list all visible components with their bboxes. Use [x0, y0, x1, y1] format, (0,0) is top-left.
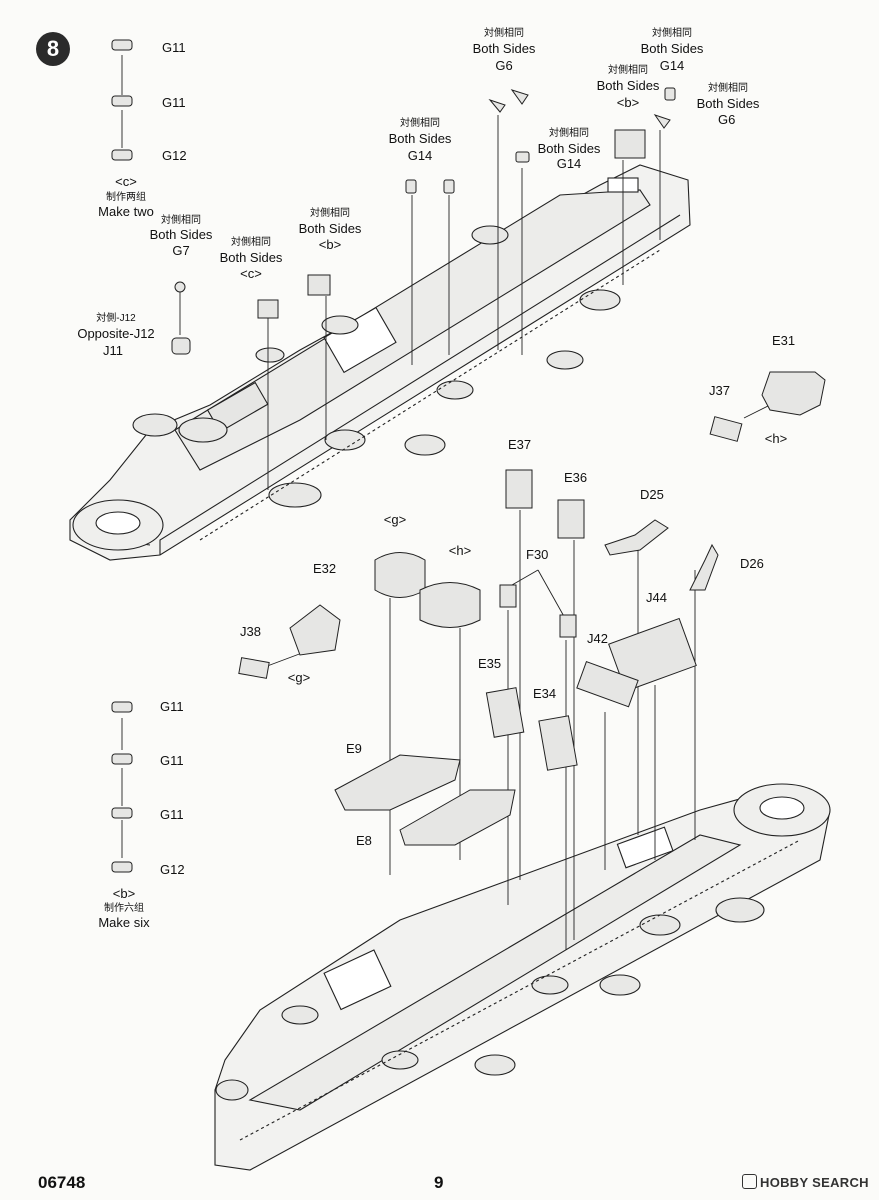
- part-label-j11: J11: [103, 343, 123, 358]
- step-number-badge: 8: [36, 32, 70, 66]
- b-note: Both Sides: [596, 78, 660, 93]
- product-code: 06748: [38, 1173, 86, 1192]
- g14-note: Both Sides: [640, 41, 704, 56]
- part-label-f30: F30: [526, 547, 549, 562]
- part-label-j44: J44: [646, 590, 667, 605]
- part-label-g11: G11: [162, 40, 186, 55]
- make-six-cn: 制作六组: [104, 903, 144, 914]
- lower-hull: [214, 783, 831, 1171]
- part-label-e9: E9: [346, 741, 362, 756]
- b-note-cn: 対側相同: [608, 65, 648, 76]
- c-note-cn: 対側相同: [231, 237, 271, 248]
- part-label-j37: J37: [709, 383, 730, 398]
- part-label-g14: G14: [556, 156, 582, 171]
- part-label-e32: E32: [313, 561, 337, 576]
- g6-note-cn: 対側相同: [484, 28, 524, 39]
- subassembly-tag-c: <c>: [115, 174, 137, 189]
- subassembly-tag-b: <b>: [112, 886, 136, 901]
- part-label-g11: G11: [162, 95, 186, 110]
- upper-hull: [69, 164, 691, 561]
- g14-note-cn: 対側相同: [549, 128, 589, 139]
- j12-note: Opposite-J12: [77, 326, 155, 341]
- g6-note: Both Sides: [696, 96, 760, 111]
- part-label-g12: G12: [162, 148, 187, 163]
- part-label-e34: E34: [533, 686, 557, 701]
- g6-note-cn: 対側相同: [708, 83, 748, 94]
- g14-note: Both Sides: [388, 131, 452, 146]
- make-two-cn: 制作两组: [106, 192, 146, 203]
- part-label-g11: G11: [160, 753, 184, 768]
- g14-note-cn: 対側相同: [400, 118, 440, 129]
- page-number: 9: [434, 1173, 444, 1192]
- watermark-text: HOBBY SEARCH: [760, 1175, 869, 1190]
- subassembly-tag-h: <h>: [764, 431, 788, 446]
- g14-note-cn: 対側相同: [652, 28, 692, 39]
- subassembly-tag-g: <g>: [287, 670, 311, 685]
- part-label-e8: E8: [356, 833, 372, 848]
- part-label-e31: E31: [772, 333, 796, 348]
- g6-note: Both Sides: [472, 41, 536, 56]
- b-note: Both Sides: [298, 221, 362, 236]
- part-label-g12: G12: [160, 862, 185, 877]
- part-label-e36: E36: [564, 470, 588, 485]
- part-label-e35: E35: [478, 656, 502, 671]
- subassembly-ref-b: <b>: [616, 95, 640, 110]
- b-note-cn: 対側相同: [310, 208, 350, 219]
- part-label-g6: G6: [495, 58, 513, 73]
- c-note: Both Sides: [219, 250, 283, 265]
- part-label-g6: G6: [718, 112, 736, 127]
- part-label-d25: D25: [640, 487, 664, 502]
- part-label-g7: G7: [172, 243, 190, 258]
- watermark: HOBBY SEARCH: [742, 1174, 869, 1190]
- part-label-g14: G14: [407, 148, 433, 163]
- g14-note: Both Sides: [537, 141, 601, 156]
- subassembly-ref-h: <h>: [448, 543, 472, 558]
- part-label-e37: E37: [508, 437, 532, 452]
- part-label-g11: G11: [160, 699, 184, 714]
- part-label-g11: G11: [160, 807, 184, 822]
- make-two-note: Make two: [98, 204, 154, 219]
- part-label-g14: G14: [659, 58, 685, 73]
- subassembly-ref-g: <g>: [383, 512, 407, 527]
- part-label-j38: J38: [240, 624, 261, 639]
- g7-note-cn: 対側相同: [161, 215, 201, 226]
- subassembly-ref-c: <c>: [240, 266, 262, 281]
- g7-note: Both Sides: [149, 227, 213, 242]
- hobby-search-logo-icon: [742, 1174, 757, 1189]
- subassembly-ref-b: <b>: [318, 237, 342, 252]
- j12-note-cn: 対側-J12: [96, 313, 136, 324]
- make-six-note: Make six: [98, 915, 150, 930]
- part-label-d26: D26: [740, 556, 764, 571]
- part-label-j42: J42: [587, 631, 608, 646]
